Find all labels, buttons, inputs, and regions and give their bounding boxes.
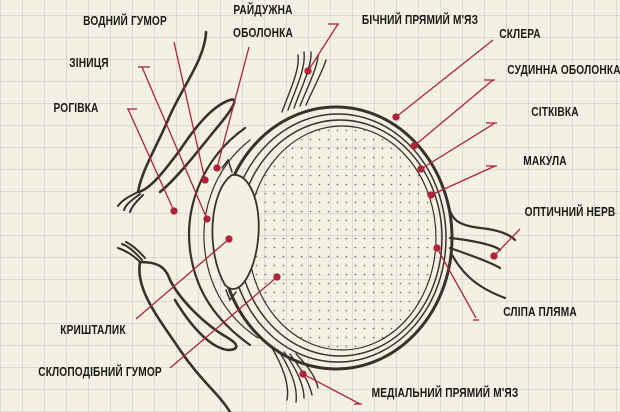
eye-outline bbox=[117, 30, 517, 412]
lateral-rectus-muscle bbox=[281, 51, 327, 113]
lower-eyelid bbox=[138, 260, 238, 412]
label-iris-line2: ОБОЛОНКА bbox=[233, 25, 293, 40]
upper-eyelid bbox=[136, 30, 236, 194]
iris-outline bbox=[221, 158, 237, 302]
lower-eyelashes bbox=[117, 241, 146, 263]
leader-lateral-rectus bbox=[304, 23, 339, 75]
leader-sclera bbox=[392, 39, 494, 121]
leader-blind-spot bbox=[433, 244, 479, 321]
label-choroid: СУДИННА ОБОЛОНКА bbox=[507, 62, 620, 77]
label-iris-line1: РАЙДУЖНА bbox=[233, 2, 293, 17]
medial-rectus-muscle bbox=[271, 347, 319, 403]
leader-optic-nerve bbox=[490, 228, 521, 260]
label-lateral-rectus: БІЧНИЙ ПРЯМИЙ М'ЯЗ bbox=[361, 12, 479, 27]
leader-lens bbox=[135, 235, 233, 320]
label-lens: КРИШТАЛИК bbox=[60, 322, 126, 337]
label-pupil: ЗІНИЦЯ bbox=[69, 55, 109, 70]
leader-choroid bbox=[410, 79, 495, 150]
label-blind-spot: СЛІПА ПЛЯМА bbox=[503, 304, 577, 319]
label-vitreous-humor: СКЛОПОДІБНИЙ ГУМОР bbox=[38, 364, 162, 379]
leader-pupil bbox=[138, 66, 211, 223]
optic-nerve-outline bbox=[446, 203, 517, 300]
label-macula: МАКУЛА bbox=[523, 153, 567, 168]
leader-lines bbox=[127, 23, 521, 405]
leader-iris bbox=[213, 46, 250, 172]
upper-eyelashes bbox=[117, 191, 144, 213]
label-cornea: РОГІВКА bbox=[53, 100, 99, 115]
leader-cornea bbox=[127, 108, 178, 215]
anterior-chamber-outline bbox=[203, 139, 259, 339]
leader-macula bbox=[427, 165, 497, 199]
label-retina: СІТКІВКА bbox=[531, 104, 579, 119]
label-medial-rectus: МЕДІАЛЬНИЙ ПРЯМИЙ М'ЯЗ bbox=[371, 385, 519, 400]
cornea-outline bbox=[188, 126, 252, 347]
leader-aqueous-humor bbox=[173, 41, 209, 184]
leader-vitreous-humor bbox=[169, 273, 281, 369]
label-aqueous-humor: ВОДНИЙ ГУМОР bbox=[83, 13, 167, 28]
label-sclera: СКЛЕРА bbox=[499, 26, 541, 41]
label-optic-nerve: ОПТИЧНИЙ НЕРВ bbox=[524, 204, 616, 219]
leader-retina bbox=[417, 122, 497, 173]
lens-outline bbox=[211, 174, 260, 290]
vitreous-body bbox=[247, 125, 437, 351]
leader-medial-rectus bbox=[299, 370, 362, 405]
